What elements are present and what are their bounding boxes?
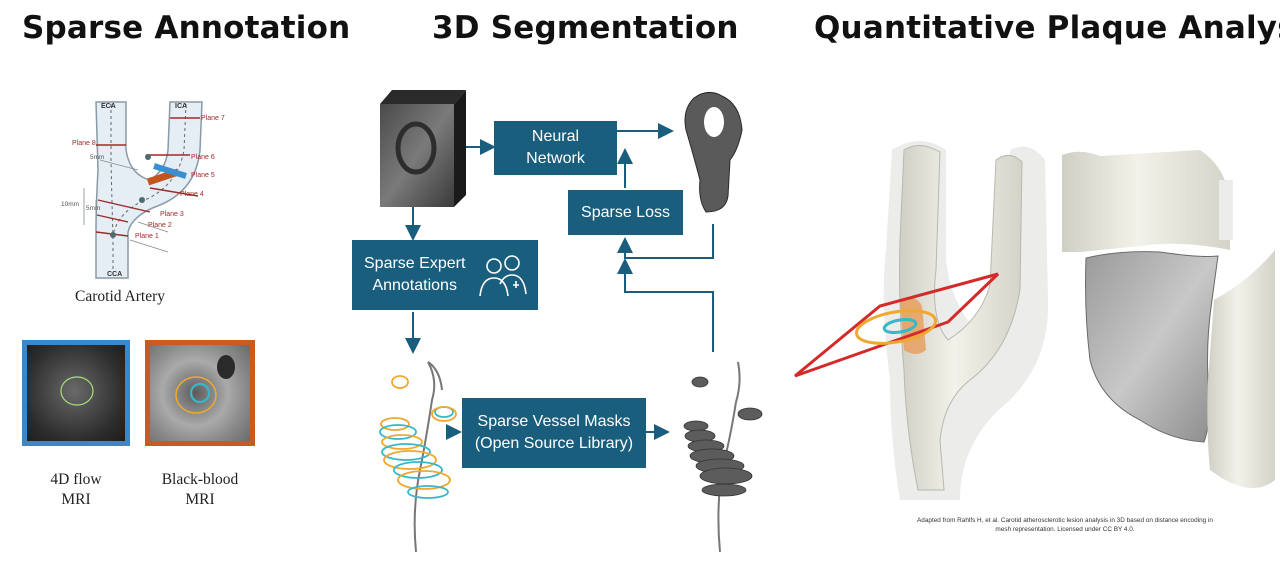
title-3d-segmentation: 3D Segmentation — [432, 10, 739, 46]
centerline-eca — [110, 104, 114, 276]
caption-4d-flow-line1: 4D flow — [50, 471, 102, 488]
bifurcation-dot — [145, 154, 151, 160]
label-dim-10mm: 10mm — [61, 201, 80, 208]
label-eca: ECA — [101, 103, 116, 110]
image-credit: Adapted from Rahlfs H, et al. Carotid at… — [880, 516, 1250, 534]
segmented-vessel-3d — [684, 92, 743, 213]
annotated-centerline — [379, 361, 457, 553]
black-blood-contours — [175, 355, 235, 414]
sparse-loss-label: Sparse Loss — [581, 203, 670, 221]
label-plane-5: Plane 5 — [191, 172, 215, 179]
label-dim-5mm-top: 5mm — [90, 154, 105, 161]
outer-wall-ring — [855, 309, 937, 345]
caption-carotid-artery: Carotid Artery — [75, 288, 165, 305]
label-plane-6: Plane 6 — [191, 154, 215, 161]
label-ica: ICA — [175, 103, 188, 110]
title-sparse-annotation: Sparse Annotation — [22, 10, 351, 46]
caption-4d-flow-line2: MRI — [61, 491, 91, 508]
zoomed-plaque-mesh — [1085, 251, 1219, 443]
lumen-ring — [882, 317, 918, 335]
label-plane-2: Plane 2 — [148, 222, 172, 229]
highlight-plane-blue — [153, 163, 187, 179]
label-cca: CCA — [107, 271, 123, 278]
cutting-plane — [794, 272, 1000, 378]
label-plane-8: Plane 8 — [72, 140, 96, 147]
label-plane-4: Plane 4 — [180, 191, 204, 198]
zoomed-vessel-top — [1062, 150, 1230, 252]
segmented-vessel-hole — [704, 107, 724, 137]
sparse-expert-line1: Sparse Expert — [364, 255, 466, 272]
centerline-ica — [112, 103, 187, 236]
label-dim-5mm-bottom: 5mm — [86, 205, 101, 212]
caption-black-blood: Black-blood MRI — [140, 470, 260, 510]
sparse-mask-stack — [683, 361, 763, 553]
flow-contour — [60, 376, 94, 406]
neural-network-line2: Network — [526, 150, 585, 167]
cube-side — [454, 90, 466, 207]
neural-network-box: Neural Network — [494, 121, 617, 175]
label-plane-7: Plane 7 — [201, 115, 225, 122]
vessel-shape — [95, 101, 203, 279]
arrow-output-to-loss — [617, 224, 714, 259]
sparse-vessel-masks-line1: Sparse Vessel Masks — [477, 413, 631, 430]
caption-black-blood-line1: Black-blood — [161, 471, 239, 488]
caption-black-blood-line2: MRI — [185, 491, 215, 508]
label-plane-3: Plane 3 — [160, 211, 184, 218]
reference-dot — [139, 197, 145, 203]
mri-4d-flow-image — [22, 340, 130, 446]
sparse-loss-box: Sparse Loss — [568, 190, 683, 235]
title-quantitative-plaque-analysis: Quantitative Plaque Analysis — [814, 10, 1280, 46]
caption-4d-flow: 4D flow MRI — [22, 470, 130, 510]
cube-vessel-texture — [395, 121, 437, 175]
sparse-vessel-masks-line2: (Open Source Library) — [474, 435, 634, 452]
cca-dot — [110, 232, 116, 238]
sparse-expert-annotations-box: Sparse Expert Annotations — [352, 240, 538, 310]
experts-icon — [479, 255, 527, 297]
credit-line1: Adapted from Rahlfs H, et al. Carotid at… — [917, 517, 1213, 524]
dimension-lines — [83, 159, 169, 253]
sparse-expert-line2: Annotations — [372, 277, 457, 294]
label-plane-1: Plane 1 — [135, 233, 159, 240]
cube-top — [380, 90, 466, 104]
arrow-masks-to-loss — [617, 258, 714, 352]
sparse-vessel-masks-box: Sparse Vessel Masks (Open Source Library… — [462, 398, 646, 468]
zoomed-vessel-right — [1207, 250, 1275, 488]
neural-network-line1: Neural — [531, 128, 580, 145]
carotid-vessel-mesh — [899, 145, 1023, 491]
credit-line2: mesh representation. Licensed under CC B… — [995, 526, 1135, 533]
mri-volume-cube — [380, 104, 454, 207]
mri-black-blood-image — [145, 340, 255, 446]
